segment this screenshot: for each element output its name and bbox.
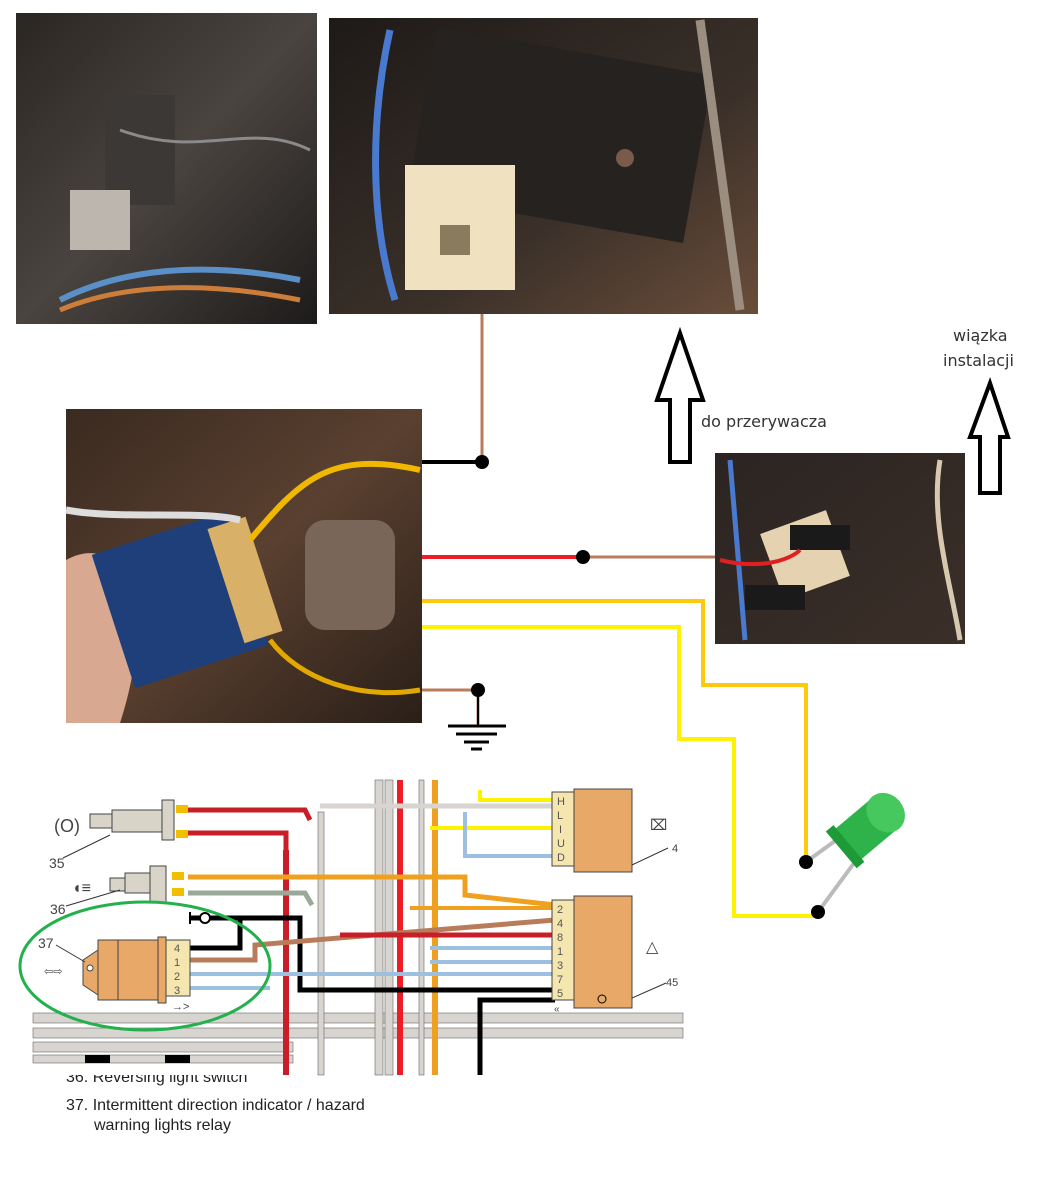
hazard-switch-45-icon (551, 895, 633, 1009)
wiring-overlay (422, 314, 905, 919)
hazard-pin-4: 4 (557, 918, 563, 930)
label-44: 4 (672, 843, 678, 855)
hazard-triangle-icon: △ (646, 939, 659, 956)
wiper-icon: ⌧ (650, 817, 667, 834)
arrow-up-icon (654, 326, 706, 464)
relay-pin-1: 1 (174, 957, 180, 969)
hazard-pin-8: 8 (557, 932, 563, 944)
flasher-relay-37-icon (82, 936, 191, 1004)
hazard-pin-7: 7 (557, 974, 563, 986)
harness-label-line2: instalacji (943, 351, 1014, 370)
dashboard-icon: « (554, 1004, 560, 1015)
hazard-pin-3: 3 (557, 960, 563, 972)
label-36: 36 (50, 901, 66, 917)
wiper-pin-i: I (559, 824, 562, 836)
harness-label-line1: wiązka (953, 326, 1008, 345)
highlight-ellipse (18, 900, 272, 1032)
hazard-pin-5: 5 (557, 988, 563, 1000)
hazard-pin-2: 2 (557, 904, 563, 916)
reversing-switch-35-icon (89, 799, 188, 841)
legend-item-37-line2: warning lights relay (94, 1117, 231, 1134)
rear-light-icon: (O) (54, 816, 80, 836)
label-37: 37 (38, 935, 54, 951)
trailer-icon: →> (172, 1001, 189, 1013)
label-45: 45 (666, 977, 678, 989)
to-flasher-label: do przerywacza (701, 412, 827, 431)
turn-signal-arrows-icon: ⇦⇨ (44, 966, 62, 978)
wire-yellow (422, 625, 818, 918)
wiper-switch-44-icon (551, 788, 633, 873)
relay-pin-3: 3 (174, 985, 180, 997)
legend-item-36: 36. Reversing light switch (66, 1075, 248, 1086)
wire-orange-yellow (422, 599, 808, 862)
relay-mounted-photo (16, 13, 317, 324)
arrow-up-icon (967, 376, 1011, 495)
wiper-pin-d: D (557, 852, 565, 864)
junction-dot (576, 550, 590, 564)
wiper-pin-u: U (557, 838, 565, 850)
wire-brown-ground (422, 688, 480, 724)
wiper-pin-h: H (557, 796, 565, 808)
wiring-schematic: (O) ◖≡ 35 36 4 1 2 3 37 ⇦⇨ →> H L I (18, 779, 684, 1076)
legend-item-37-line1: 37. Intermittent direction indicator / h… (66, 1097, 365, 1114)
wiper-pin-l: L (557, 810, 563, 822)
headlight-icon: ◖≡ (72, 880, 91, 897)
schematic-legend: 36. Reversing light switch 37. Intermitt… (0, 1075, 700, 1139)
relay-in-hand-photo (65, 409, 422, 723)
relay-pin-2: 2 (174, 971, 180, 983)
hazard-pin-1: 1 (557, 946, 563, 958)
ground-icon (448, 690, 506, 751)
harness-connector-photo (715, 453, 965, 644)
led-icon (799, 792, 905, 919)
label-35: 35 (49, 855, 65, 871)
junction-dot (475, 455, 489, 469)
relay-closeup-photo (329, 18, 758, 314)
light-switch-36-icon (109, 865, 184, 903)
relay-pin-4: 4 (174, 943, 180, 955)
